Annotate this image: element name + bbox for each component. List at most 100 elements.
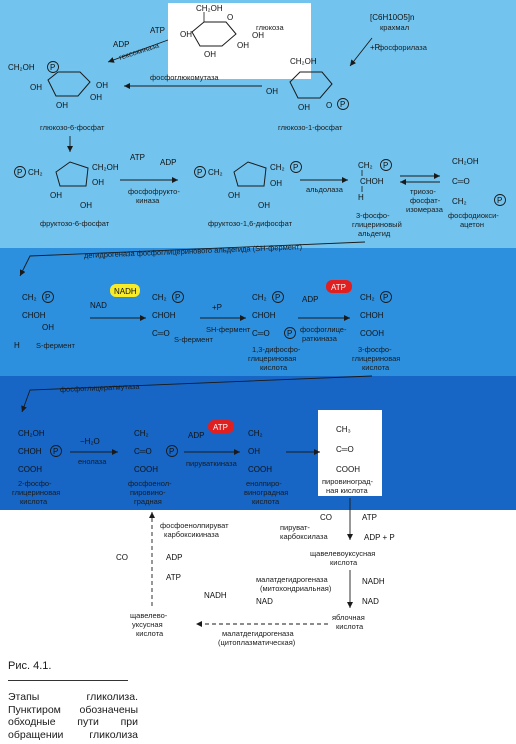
pgk-label-1: фосфоглице- — [300, 325, 347, 334]
phosphoglucomutase-label: фосфоглюкомутаза — [150, 73, 219, 82]
pyr-co: C═O — [336, 445, 354, 454]
g1p-ch2oh: CH₂OH — [290, 57, 317, 66]
f16bp-ch2o: CH₂ — [270, 163, 285, 172]
f16bp-oh2c: CH₂ — [208, 168, 223, 177]
figure-number: Рис. 4.1. — [8, 660, 52, 672]
f6p-molecule: P CH₂ CH₂OH OH OH OH — [14, 161, 119, 210]
hemi-ch2o: CH₂ — [22, 293, 37, 302]
pepck-adp: ADP — [166, 553, 182, 562]
atp-badge-2-text: ATP — [213, 423, 228, 432]
pc-co2: CO — [320, 513, 332, 522]
pg3-label-3: кислота — [362, 363, 390, 372]
hexokinase-atp: ATP — [150, 26, 165, 35]
pyr-ch3: CH₃ — [336, 425, 351, 434]
bpg-label-1: 1,3-дифосфо- — [252, 345, 301, 354]
dhap-ch2oh: CH₂OH — [452, 157, 479, 166]
gap-label-3: альдегид — [358, 229, 391, 238]
glucose-ch2oh: CH₂OH — [196, 4, 223, 13]
pepck-label-1: фосфоенолпируват — [160, 521, 229, 530]
g1p-o: O — [326, 101, 332, 110]
f6p-oh-2: OH — [50, 191, 62, 200]
pk-adp: ADP — [188, 431, 204, 440]
pg2-label-1: 2-фосфо- — [18, 479, 52, 488]
starch-formula: [C6H10O5]n — [370, 13, 414, 22]
mdh-cyto-nad: NAD — [256, 597, 273, 606]
pep-cooh: COOH — [134, 465, 158, 474]
pc-label-1: пируват- — [280, 523, 310, 532]
f6p-oh-3: OH — [80, 201, 92, 210]
pc-adp-pi: ADP + P — [364, 533, 395, 542]
f16bp-p-1: P — [197, 168, 202, 177]
pg3-ch2o: CH₂ — [360, 293, 375, 302]
pep-label-2: пировино- — [130, 488, 166, 497]
gap-cho: H — [358, 193, 364, 202]
bpg-ch2o: CH₂ — [252, 293, 267, 302]
caption-text: Этапы гликолиза. Пунктиром обозначены об… — [8, 691, 138, 741]
dhap-label-2: ацетон — [460, 220, 484, 229]
tpi-label-1: триозо- — [410, 187, 436, 196]
glucose-label: глюкоза — [256, 23, 284, 32]
hemi-s-enzyme: S-фермент — [36, 341, 75, 350]
figure-caption: Рис. 4.1. Этапы гликолиза. Пунктиром обо… — [8, 660, 138, 741]
f16bp-label: фруктозо-1,6-дифосфат — [208, 219, 293, 228]
glucose-box — [168, 3, 311, 79]
starch-label: крахмал — [380, 23, 409, 32]
pyr-cooh: COOH — [336, 465, 360, 474]
phosphorylase-pi: +P — [370, 43, 380, 52]
pg2-cho: CHOH — [18, 447, 42, 456]
f6p-p: P — [17, 168, 22, 177]
pfk-label-2: киназа — [136, 196, 160, 205]
tpi-label-3: изомераза — [406, 205, 444, 214]
enolase-label: енолаза — [78, 457, 107, 466]
thio-co: C═O — [152, 329, 170, 338]
pfk-label-1: фосфофрукто- — [128, 187, 180, 196]
pep-p: P — [169, 447, 174, 456]
hemi-h: H — [14, 341, 20, 350]
pepck-label-2: карбоксикиназа — [164, 530, 220, 539]
mdh-cyto-1: малатдегидрогеназа — [222, 629, 294, 638]
f6p-ch2oh: CH₂OH — [92, 163, 119, 172]
f16bp-oh-2: OH — [228, 191, 240, 200]
f16bp-p-2: P — [293, 163, 298, 172]
f16bp-oh-3: OH — [258, 201, 270, 210]
enolase-water: −H₂O — [80, 437, 100, 446]
g1p-label: глюкозо-1-фосфат — [278, 123, 343, 132]
dhap-molecule: CH₂OH C═O CH₂ P — [452, 157, 506, 206]
g6p-molecule: CH₂OH P OH OH OH OH — [8, 61, 108, 110]
pg2-p: P — [53, 447, 58, 456]
pyruvate-molecule: CH₃ C═O COOH — [336, 425, 360, 474]
glucose-oh-3: OH — [237, 41, 249, 50]
band-oxidation — [0, 248, 516, 376]
enolpyruvate-molecule: CH₂ OH COOH — [248, 429, 272, 474]
pyruvate-box — [318, 410, 382, 496]
atp-badge-2 — [208, 420, 234, 433]
oaa-left-label-1: щавелево- — [130, 611, 168, 620]
hexokinase-adp: ADP — [113, 40, 129, 49]
tpi-label-2: фосфат- — [410, 196, 441, 205]
glucose-o: O — [227, 13, 233, 22]
enolpyr-cooh: COOH — [248, 465, 272, 474]
g1p-p: P — [340, 100, 345, 109]
pc-label-2: карбоксилаза — [280, 532, 328, 541]
atp-badge-1-text: ATP — [331, 283, 346, 292]
bpg-choh: CHOH — [252, 311, 276, 320]
f6p-label: фруктозо-6-фосфат — [40, 219, 110, 228]
oaa-label-2: кислота — [330, 558, 358, 567]
gapdh-nad: NAD — [90, 301, 107, 310]
gap-p: P — [383, 161, 388, 170]
hemi-p: P — [45, 293, 50, 302]
pep-ch2: CH₂ — [134, 429, 149, 438]
malate-label-1: яблочная — [332, 613, 365, 622]
mdh-mito-2: (митохондриальная) — [260, 584, 332, 593]
caption-rule — [8, 680, 128, 681]
pepck-atp: ATP — [166, 573, 181, 582]
malate-label-2: кислота — [336, 622, 364, 631]
pep-label-1: фосфоенол- — [128, 479, 172, 488]
thioester-molecule: CH₂ P CHOH C═O S-фермент — [152, 291, 213, 344]
thio-s-enzyme: S-фермент — [174, 335, 213, 344]
g6p-p: P — [50, 63, 55, 72]
dhap-co: C═O — [452, 177, 470, 186]
pg2-cooh: COOH — [18, 465, 42, 474]
thio-ch2o: CH₂ — [152, 293, 167, 302]
pg3-cooh: COOH — [360, 329, 384, 338]
